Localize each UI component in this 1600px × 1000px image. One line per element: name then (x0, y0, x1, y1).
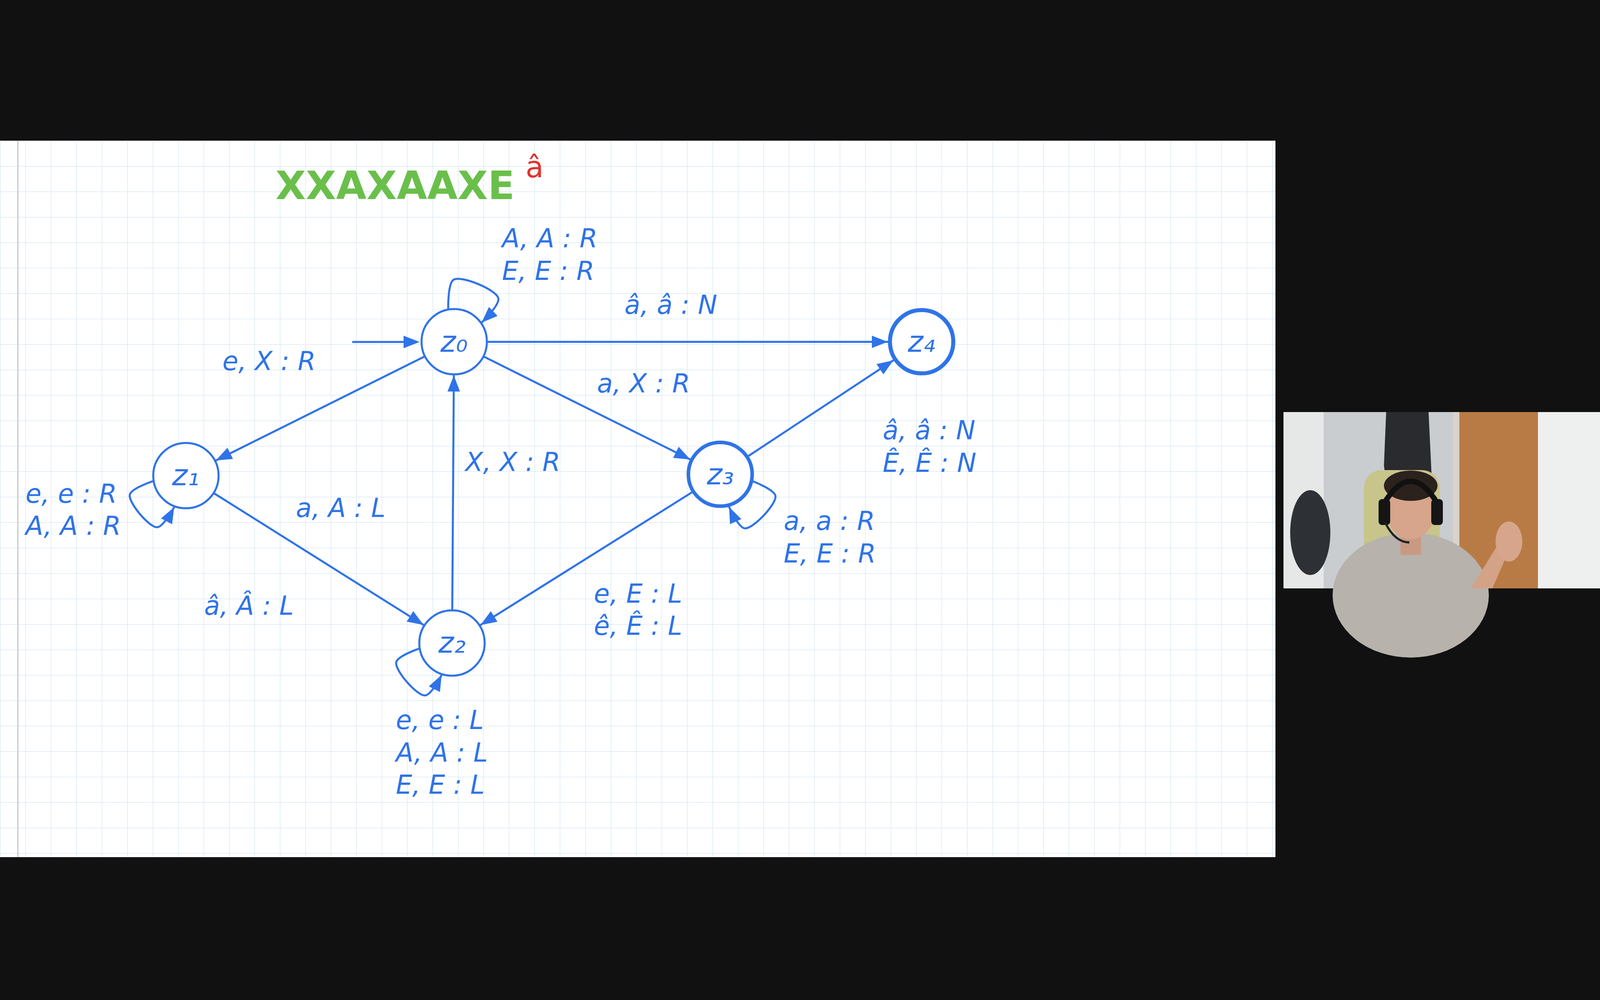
state-circle: z₁ (152, 441, 220, 510)
state-ring (889, 310, 954, 374)
tape-head-mark: â (525, 149, 544, 187)
start-arrowhead (403, 335, 420, 349)
transition-label: â, Â : L (204, 589, 294, 623)
transition-label: e, e : L A, A : L E, E : L (395, 704, 504, 802)
transition-label: A, A : R E, E : R (502, 222, 613, 288)
state-name: z₂ (438, 628, 466, 658)
webcam-inset (1283, 412, 1600, 658)
webcam-headphone-cup (1431, 499, 1443, 525)
webcam-microphone (1385, 522, 1410, 543)
transition-label: a, A : L (295, 491, 386, 525)
state-ring (421, 309, 487, 375)
state-name: z₃ (706, 459, 734, 490)
transition-arrow (487, 340, 888, 343)
webcam-right-wall (1537, 412, 1600, 589)
tape-content: XXAXAAXE (275, 161, 515, 211)
start-arrow (352, 335, 420, 349)
state-circle: z₀ (420, 308, 488, 376)
transition-label: e, X : R (222, 345, 316, 378)
state-circle: z₄ (887, 308, 956, 376)
transition-label: â, â : N (624, 288, 718, 322)
transition-label: a, X : R (596, 367, 691, 400)
state-circle: z₃ (686, 440, 755, 509)
state-ring (419, 610, 485, 676)
grid-paper (0, 140, 1276, 858)
webcam-headphone-cup (1378, 499, 1391, 525)
transition-arrow (452, 375, 455, 609)
state-ring (153, 442, 219, 509)
transition-label: e, e : R A, A : R (25, 477, 136, 543)
state-name: z₁ (171, 460, 200, 491)
state-name: z₀ (440, 327, 468, 357)
transition-label: X, X : R (465, 445, 561, 479)
transition-label: e, E : L ê, Ê : L (593, 577, 699, 643)
whiteboard-panel (0, 140, 1276, 858)
start-line (352, 341, 405, 344)
transition-label: â, â : N Ê, Ê : N (882, 414, 993, 480)
webcam-hand (1495, 521, 1523, 562)
transition-arrow (748, 360, 894, 456)
webcam-backpack (1290, 490, 1331, 575)
webcam-headphone-band (1383, 481, 1438, 504)
state-circle: z₂ (418, 609, 486, 677)
state-ring (688, 442, 753, 507)
transition-label: a, a : R E, E : R (783, 504, 892, 570)
panel-margin (17, 140, 19, 858)
state-name: z₄ (907, 327, 935, 357)
transition-arrow (484, 356, 691, 460)
